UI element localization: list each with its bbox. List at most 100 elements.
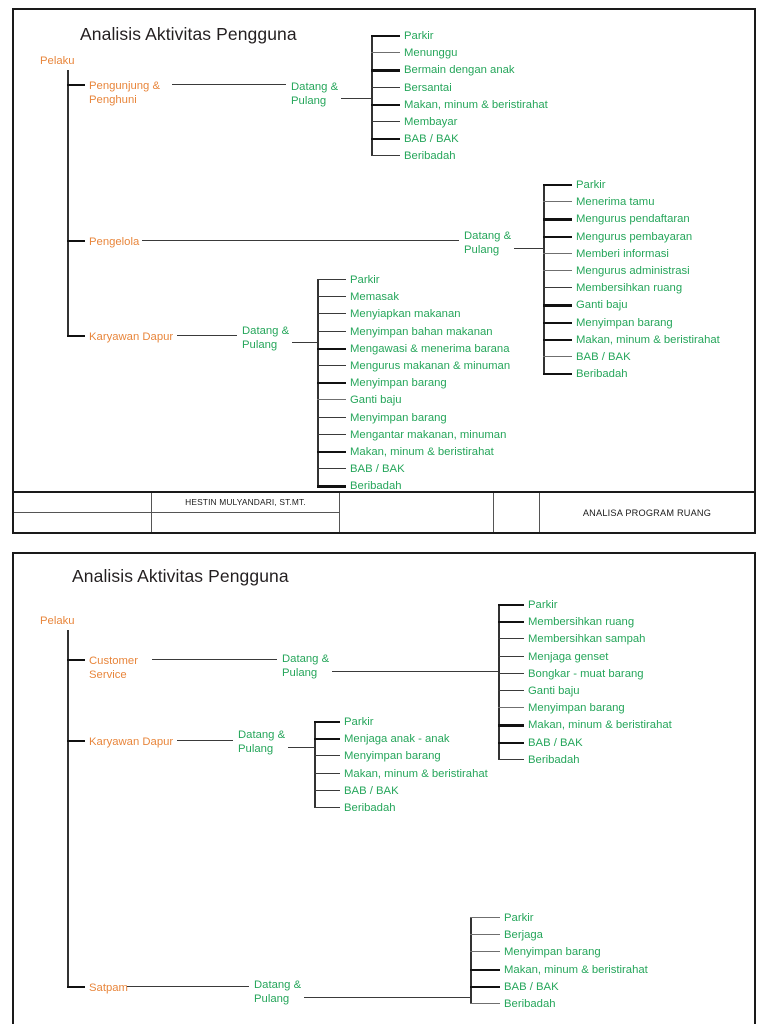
activity-label[interactable]: Makan, minum & beristirahat: [344, 767, 488, 780]
activity-label[interactable]: BAB / BAK: [350, 463, 405, 476]
activity-connector: [317, 365, 346, 366]
activity-label[interactable]: Makan, minum & beristirahat: [504, 963, 648, 976]
activity-connector: [470, 968, 500, 971]
activity-connector: [498, 621, 524, 624]
activity-label[interactable]: Menyiapkan makanan: [350, 308, 461, 321]
stage-to-list-line: [304, 997, 470, 998]
activity-label[interactable]: Membersihkan sampah: [528, 633, 646, 646]
activity-label[interactable]: Parkir: [528, 599, 558, 611]
activity-label[interactable]: Ganti baju: [350, 394, 402, 407]
activity-connector: [371, 52, 400, 54]
activity-label[interactable]: Menyimpan barang: [576, 316, 673, 329]
activity-connector: [317, 468, 346, 470]
root-spine: [67, 630, 69, 987]
activity-connector: [371, 35, 400, 38]
activity-connector: [314, 772, 340, 774]
activity-label[interactable]: Ganti baju: [528, 685, 580, 697]
activity-label[interactable]: Parkir: [350, 274, 380, 286]
activity-label[interactable]: Beribadah: [576, 368, 628, 381]
activity-connector: [470, 1003, 500, 1004]
activity-label[interactable]: Berjaga: [504, 929, 543, 942]
activity-label[interactable]: Membayar: [404, 116, 458, 128]
actor-label[interactable]: Pengelola: [89, 236, 140, 248]
activity-label[interactable]: BAB / BAK: [528, 736, 583, 749]
activity-label[interactable]: Memberi informasi: [576, 247, 669, 260]
actor-stub: [67, 986, 85, 989]
activity-label[interactable]: Menyimpan barang: [350, 411, 447, 424]
activity-label[interactable]: Mengurus pembayaran: [576, 230, 693, 243]
stage-label[interactable]: Datang & Pulang: [291, 81, 339, 107]
activity-connector: [543, 356, 572, 357]
activity-connector: [543, 338, 572, 341]
activity-label[interactable]: Parkir: [404, 30, 434, 42]
stage-label[interactable]: Datang & Pulang: [238, 729, 286, 755]
activity-label[interactable]: Mengantar makanan, minuman: [350, 428, 507, 441]
actor-label[interactable]: Satpam: [89, 982, 128, 994]
activity-connector: [543, 321, 572, 324]
activity-label[interactable]: Mengurus administrasi: [576, 265, 690, 277]
activity-connector: [371, 138, 400, 141]
activity-label[interactable]: Menunggu: [404, 47, 458, 60]
activity-connector: [470, 917, 500, 918]
activity-label[interactable]: Beribadah: [528, 753, 580, 766]
sheet-title: ANALISA PROGRAM RUANG: [582, 507, 712, 518]
activity-label[interactable]: Parkir: [344, 716, 374, 728]
activity-label[interactable]: Bongkar - muat barang: [528, 667, 644, 680]
activity-label[interactable]: Mengawasi & menerima barana: [350, 342, 510, 355]
stage-to-list-line: [341, 98, 371, 99]
activity-label[interactable]: Makan, minum & beristirahat: [576, 333, 720, 346]
activity-label[interactable]: BAB / BAK: [576, 351, 631, 363]
activity-label[interactable]: BAB / BAK: [404, 133, 459, 146]
activity-connector: [317, 433, 346, 435]
title-block-cell-1-bottom: [14, 513, 151, 533]
stage-label[interactable]: Datang & Pulang: [242, 325, 290, 351]
actor-stub: [67, 84, 85, 87]
page-title: Analisis Aktivitas Pengguna: [72, 566, 289, 586]
activity-label[interactable]: Menyimpan barang: [350, 377, 447, 390]
activity-label[interactable]: Makan, minum & beristirahat: [528, 719, 672, 732]
activity-label[interactable]: Menyimpan barang: [528, 702, 625, 715]
activity-label[interactable]: Beribadah: [344, 802, 396, 814]
activity-label[interactable]: BAB / BAK: [344, 784, 399, 797]
stage-label[interactable]: Datang & Pulang: [464, 230, 512, 256]
root-label-pelaku: Pelaku: [40, 615, 75, 627]
title-block-cell-3-text: [340, 493, 493, 532]
activity-list-spine: [543, 184, 545, 374]
actor-label[interactable]: Karyawan Dapur: [89, 736, 174, 748]
title-block-cell-4-text: [494, 493, 539, 532]
activity-label[interactable]: Mengurus pendaftaran: [576, 213, 690, 226]
actor-stub: [67, 335, 85, 338]
activity-label[interactable]: Membersihkan ruang: [528, 616, 635, 629]
activity-label[interactable]: Memasak: [350, 291, 399, 304]
activity-label[interactable]: Beribadah: [404, 150, 456, 163]
actor-label[interactable]: Karyawan Dapur: [89, 331, 174, 343]
title-block-cell-2-bottom: [152, 513, 339, 533]
activity-label[interactable]: Parkir: [576, 179, 606, 191]
activity-connector: [317, 485, 346, 488]
activity-connector: [314, 721, 340, 724]
actor-label[interactable]: Pengunjung & Penghuni: [89, 80, 160, 106]
actor-label[interactable]: Customer Service: [89, 655, 138, 681]
activity-label[interactable]: Menjaga anak - anak: [344, 733, 450, 746]
activity-label[interactable]: Membersihkan ruang: [576, 282, 683, 295]
activity-label[interactable]: Parkir: [504, 912, 534, 924]
actor-to-stage-line: [142, 240, 459, 241]
activity-label[interactable]: Ganti baju: [576, 299, 628, 312]
activity-label[interactable]: Makan, minum & beristirahat: [350, 446, 494, 458]
activity-label[interactable]: Menyimpan barang: [504, 946, 601, 959]
activity-label[interactable]: Bermain dengan anak: [404, 64, 515, 77]
activity-label[interactable]: Mengurus makanan & minuman: [350, 360, 511, 372]
activity-label[interactable]: Menyimpan bahan makanan: [350, 325, 493, 338]
activity-connector: [314, 738, 340, 741]
stage-label[interactable]: Datang & Pulang: [282, 653, 330, 679]
activity-label[interactable]: Bersantai: [404, 81, 452, 94]
stage-label[interactable]: Datang & Pulang: [254, 979, 302, 1005]
activity-label[interactable]: Beribadah: [350, 480, 402, 493]
activity-label[interactable]: Menerima tamu: [576, 196, 655, 209]
activity-label[interactable]: Beribadah: [504, 998, 556, 1010]
activity-label[interactable]: BAB / BAK: [504, 980, 559, 993]
activity-label[interactable]: Menyimpan barang: [344, 750, 441, 763]
activity-label[interactable]: Menjaga genset: [528, 650, 609, 663]
activity-label[interactable]: Makan, minum & beristirahat: [404, 98, 548, 111]
